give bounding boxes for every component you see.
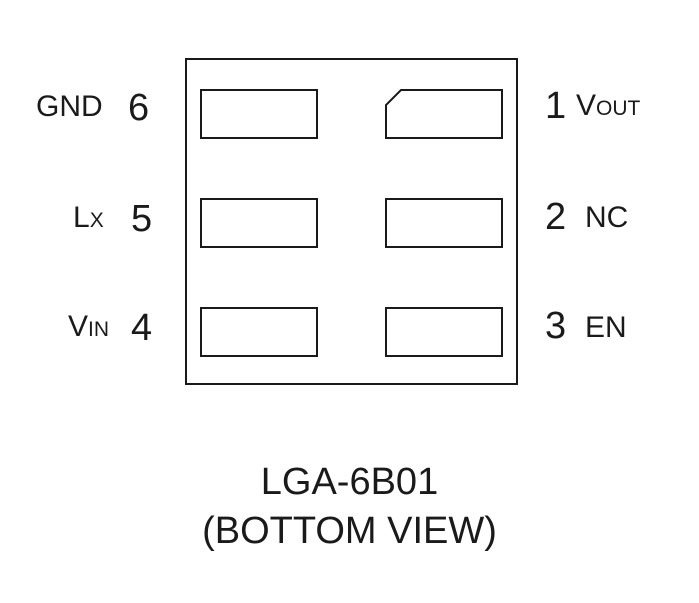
pin-5-name: LX <box>73 201 104 234</box>
package-name: LGA-6B01 <box>260 461 439 503</box>
pad-pin-3 <box>385 307 503 357</box>
pin-3-name: EN <box>585 311 627 344</box>
pin-6-number: 6 <box>128 87 150 129</box>
pin-4-number: 4 <box>131 307 153 349</box>
pad-pin-6 <box>200 89 318 139</box>
pin-4-name: VIN <box>68 310 110 343</box>
pin-2-name: NC <box>585 201 629 234</box>
pad-pin-5 <box>200 198 318 248</box>
pad-pin-1 <box>385 89 503 139</box>
pin-3-number: 3 <box>545 305 567 347</box>
pin-6-name: GND <box>36 90 103 123</box>
pin-5-number: 5 <box>131 198 153 240</box>
pin-1-name: VOUT <box>576 89 641 122</box>
pad-pin-2 <box>385 198 503 248</box>
pin-1-number: 1 <box>545 85 567 127</box>
package-view-label: (BOTTOM VIEW) <box>202 510 497 552</box>
package-outline <box>185 58 518 385</box>
pad-pin-4 <box>200 307 318 357</box>
pin-2-number: 2 <box>545 196 567 238</box>
